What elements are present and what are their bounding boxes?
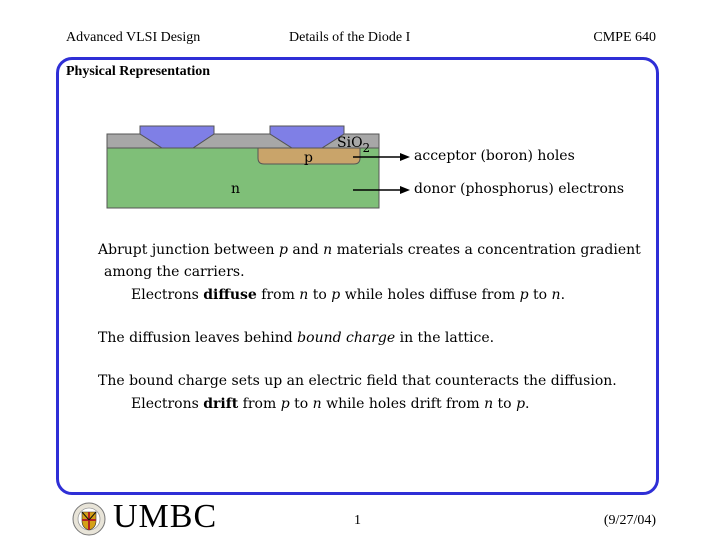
page-number: 1 [354,513,361,528]
paragraph-1-line-3: Electrons diffuse from n to p while hole… [131,287,566,303]
paragraph-2: The diffusion leaves behind bound charge… [98,330,495,346]
umbc-seal-icon [72,502,106,536]
paragraph-1-line-2: among the carriers. [104,264,245,280]
donor-label: donor (phosphorus) electrons [414,181,625,197]
umbc-logo-text: UMBC [113,498,218,535]
paragraph-3-line-2: Electrons drift from p to n while holes … [131,396,530,412]
section-title: Physical Representation [66,64,211,79]
header-slide-title: Details of the Diode I [289,30,411,45]
acceptor-arrowhead [400,153,410,161]
acceptor-label: acceptor (boron) holes [414,148,575,164]
donor-arrowhead [400,186,410,194]
diode-cross-section-diagram: SiO2 p n [106,125,410,209]
header-course-code: CMPE 640 [593,30,656,45]
oxide-label: SiO2 [337,135,370,155]
p-region [257,147,361,165]
slide-date: (9/27/04) [603,513,656,528]
paragraph-1-line-1: Abrupt junction between p and n material… [98,242,641,258]
header-course-title: Advanced VLSI Design [66,30,201,45]
n-label: n [231,181,240,197]
p-label: p [304,150,313,166]
slide-frame [56,57,659,495]
oxide-subscript: 2 [363,141,371,155]
paragraph-3-line-1: The bound charge sets up an electric fie… [98,373,617,389]
metal-contact-left [139,125,215,149]
